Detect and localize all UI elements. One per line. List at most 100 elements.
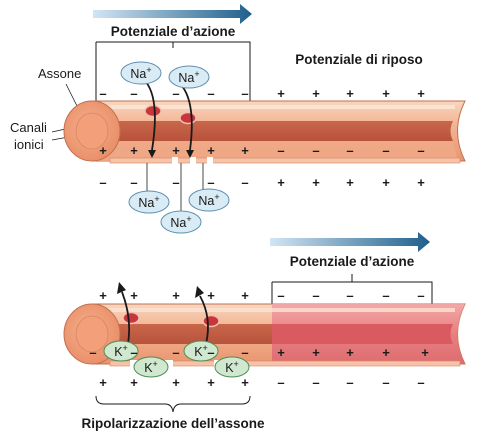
potassium-ion-bubble (103, 340, 139, 362)
inner-charge-sign-minus: – (207, 345, 214, 360)
membrane-strip-lower (109, 157, 461, 164)
outer-charge-sign-plus: + (346, 175, 354, 190)
potassium-efflux-arrow (199, 295, 209, 345)
axon-cut-end-inner (75, 315, 109, 353)
axon-label: Assone (38, 66, 81, 81)
potassium-ion-bubble (183, 340, 219, 362)
outer-charge-sign-plus: + (312, 86, 320, 101)
ion-channel-pore (122, 311, 140, 325)
membrane-gap (190, 157, 196, 164)
bottom-charge-signs: +++++––––––––––++++++++++––––– (89, 288, 429, 390)
ion-channel-pore (144, 104, 162, 118)
sodium-ion-bubble (128, 190, 170, 214)
sodium-ion-bubble (120, 61, 162, 85)
arrowhead (195, 286, 204, 298)
top-charge-signs: –––––++++++++++––––––––––+++++ (99, 86, 425, 190)
inner-charge-sign-plus: + (207, 143, 215, 158)
bottom-axon (63, 282, 466, 367)
sodium-ion-label: Na+ (198, 192, 219, 208)
outer-charge-sign-minus: – (346, 375, 353, 390)
outer-charge-sign-minus: – (241, 175, 248, 190)
outer-charge-sign-minus: – (312, 375, 319, 390)
top-panel: Potenziale d’azione Potenziale di riposo… (10, 4, 466, 234)
outer-charge-sign-plus: + (277, 175, 285, 190)
axon-leader-line (65, 83, 79, 109)
outer-charge-sign-plus: + (207, 375, 215, 390)
inner-charge-sign-minus: – (277, 143, 284, 158)
bottom-panel: Potenziale d’azione K+ K+ (63, 232, 466, 431)
repolarization-brace (95, 395, 251, 413)
axon-interior (92, 121, 453, 141)
axon-inner-membrane-lower (92, 141, 458, 161)
inner-charge-sign-plus: + (346, 345, 354, 360)
top-resting-potential-title: Potenziale di riposo (295, 52, 423, 67)
inner-charge-sign-minus: – (89, 345, 96, 360)
potassium-ion-label: K+ (144, 359, 158, 375)
outer-charge-sign-plus: + (207, 288, 215, 303)
outer-charge-sign-plus: + (172, 288, 180, 303)
inner-charge-sign-minus: – (382, 143, 389, 158)
outer-charge-sign-plus: + (172, 375, 180, 390)
outer-charge-sign-minus: – (172, 86, 179, 101)
outer-charge-sign-minus: – (312, 288, 319, 303)
arrowhead (148, 150, 156, 158)
membrane-strip-lower (109, 360, 461, 367)
potassium-efflux-arrow (121, 291, 131, 345)
inner-charge-sign-minus: – (312, 143, 319, 158)
outer-charge-sign-plus: + (99, 375, 107, 390)
outer-charge-sign-plus: + (241, 375, 249, 390)
outer-charge-sign-minus: – (382, 288, 389, 303)
inner-charge-sign-minus: – (417, 143, 424, 158)
outer-charge-sign-minus: – (99, 86, 106, 101)
outer-charge-sign-plus: + (277, 86, 285, 101)
inner-charge-sign-plus: + (130, 143, 138, 158)
membrane-gap (130, 360, 138, 367)
ion-channel-pore (179, 111, 197, 125)
inner-charge-sign-plus: + (312, 345, 320, 360)
inner-charge-sign-minus: – (241, 345, 248, 360)
sodium-influx-arrow (145, 81, 156, 151)
potassium-ion-label: K+ (225, 359, 239, 375)
axon-cut-end-inner (75, 112, 109, 150)
outer-charge-sign-minus: – (277, 288, 284, 303)
sodium-ion-label: Na+ (130, 65, 151, 81)
sodium-ion-bubble (168, 65, 210, 89)
sodium-ion-bubble (160, 210, 202, 234)
outer-charge-sign-plus: + (417, 86, 425, 101)
membrane-gap (207, 157, 213, 164)
sodium-influx-arrow (181, 85, 193, 151)
outer-charge-sign-minus: – (207, 86, 214, 101)
outer-charge-sign-minus: – (207, 175, 214, 190)
inner-charge-sign-minus: – (130, 345, 137, 360)
top-axon (63, 81, 466, 164)
outer-charge-sign-minus: – (130, 86, 137, 101)
outer-charge-sign-plus: + (382, 175, 390, 190)
potassium-ion-label: K+ (114, 343, 128, 359)
inner-charge-sign-minus: – (346, 143, 353, 158)
outer-charge-sign-plus: + (130, 375, 138, 390)
outer-charge-sign-plus: + (130, 288, 138, 303)
outer-charge-sign-minus: – (241, 86, 248, 101)
outer-charge-sign-minus: – (346, 288, 353, 303)
bottom-ions: K+ K+ K+ K+ (103, 340, 250, 378)
outer-charge-sign-minus: – (130, 175, 137, 190)
potassium-ion-label: K+ (194, 343, 208, 359)
potassium-ion-bubble (133, 356, 169, 378)
sodium-ion-label: Na+ (178, 69, 199, 85)
axon-interior (92, 324, 272, 344)
membrane-gap (172, 157, 178, 164)
outer-charge-sign-minus: – (417, 288, 424, 303)
outer-charge-sign-minus: – (172, 175, 179, 190)
axon-interior-depolarized (272, 324, 453, 344)
outer-charge-sign-minus: – (99, 175, 106, 190)
inner-charge-sign-plus: + (241, 143, 249, 158)
sodium-ion-label: Na+ (138, 194, 159, 210)
membrane-gap (165, 360, 173, 367)
outer-charge-sign-plus: + (346, 86, 354, 101)
inner-charge-sign-plus: + (99, 143, 107, 158)
inner-charge-sign-plus: + (421, 345, 429, 360)
ion-channels-label-line2: ionici (14, 137, 44, 152)
outer-charge-sign-minus: – (382, 375, 389, 390)
outer-charge-sign-plus: + (99, 288, 107, 303)
